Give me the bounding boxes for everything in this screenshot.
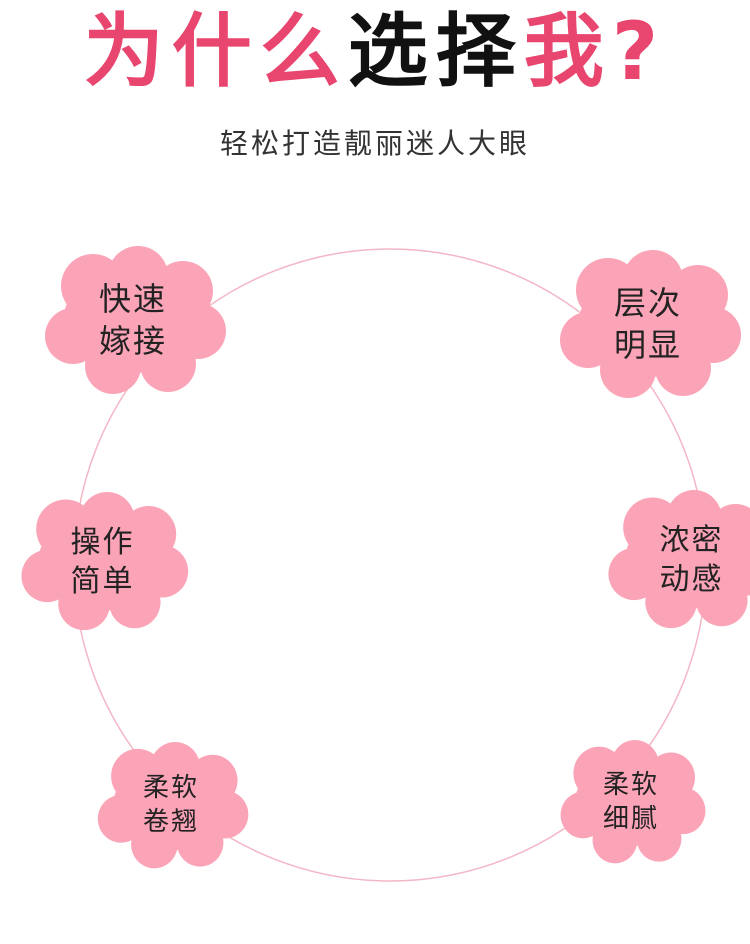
feature-label-line1: 柔软 — [142, 773, 199, 804]
feature-cloud-fast-grafting: 快速 嫁接 — [38, 246, 228, 396]
feature-cloud-soft-curl: 柔软 卷翘 — [92, 742, 250, 870]
feature-cloud-easy-operation: 操作 简单 — [15, 492, 190, 632]
headline-part-me: 我? — [523, 5, 667, 98]
feature-cloud-dense-dynamic: 浓密 动感 — [602, 490, 750, 630]
feature-label-line1: 柔软 — [602, 769, 659, 800]
feature-label-line1: 快速 — [98, 280, 167, 319]
feature-label-line2: 简单 — [70, 564, 135, 599]
feature-label-line1: 层次 — [613, 284, 682, 323]
cloud-icon — [97, 742, 249, 869]
feature-label-line1: 浓密 — [659, 523, 724, 558]
cloud-icon — [560, 250, 741, 398]
cloud-icon — [45, 246, 226, 394]
feature-label-line2: 嫁接 — [98, 322, 167, 360]
headline-part-choose: 选择 — [347, 5, 524, 98]
feature-cloud-distinct-layers: 层次 明显 — [553, 250, 743, 400]
cloud-icon — [21, 492, 189, 631]
cloud-icon — [608, 490, 750, 629]
feature-cloud-soft-fine: 柔软 细腻 — [555, 740, 707, 865]
headline: 为什么选择我? — [0, 2, 750, 102]
subtitle: 轻松打造靓丽迷人大眼 — [219, 127, 530, 160]
feature-label-line1: 操作 — [70, 525, 135, 560]
feature-label-line2: 细腻 — [602, 803, 659, 834]
feature-label-line2: 明显 — [613, 326, 682, 364]
cloud-icon — [560, 740, 706, 864]
headline-part-why: 为什么 — [83, 5, 348, 98]
feature-label-line2: 动感 — [659, 562, 724, 597]
feature-label-line2: 卷翘 — [142, 807, 199, 837]
